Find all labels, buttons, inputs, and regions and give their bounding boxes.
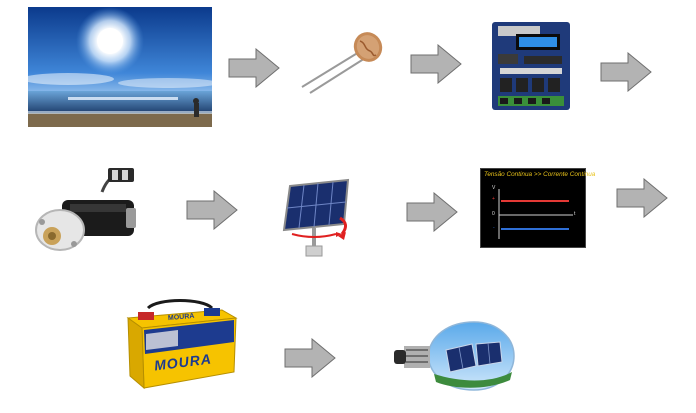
flow-arrow-6 bbox=[616, 178, 668, 218]
microcontroller-board-image bbox=[490, 20, 572, 112]
solar-lightbulb-image bbox=[390, 316, 518, 396]
sun-beach-photo bbox=[22, 7, 218, 127]
flow-arrow-3 bbox=[600, 52, 652, 92]
flow-arrow-4 bbox=[186, 190, 238, 230]
graph-minus-label: - bbox=[493, 225, 495, 231]
ldr-sensor-image bbox=[296, 25, 386, 95]
dc-motor-image bbox=[22, 164, 142, 264]
graph-axis-t-label: t bbox=[574, 211, 576, 217]
flow-arrow-7 bbox=[284, 338, 336, 378]
graph-caption: Tensão Continua >> Corrente Continua bbox=[484, 171, 596, 178]
dc-voltage-graph: Tensão Continua >> Corrente Continua V +… bbox=[480, 168, 595, 248]
graph-axis-v-label: V bbox=[492, 185, 496, 191]
solar-tracker-panel-image bbox=[278, 178, 358, 262]
flow-arrow-1 bbox=[228, 48, 280, 88]
flow-arrow-5 bbox=[406, 192, 458, 232]
flow-arrow-2 bbox=[410, 44, 462, 84]
graph-zero-label: 0 bbox=[492, 211, 495, 217]
car-battery-image: MOURA MOURA bbox=[118, 296, 242, 396]
graph-plus-label: + bbox=[492, 196, 495, 202]
